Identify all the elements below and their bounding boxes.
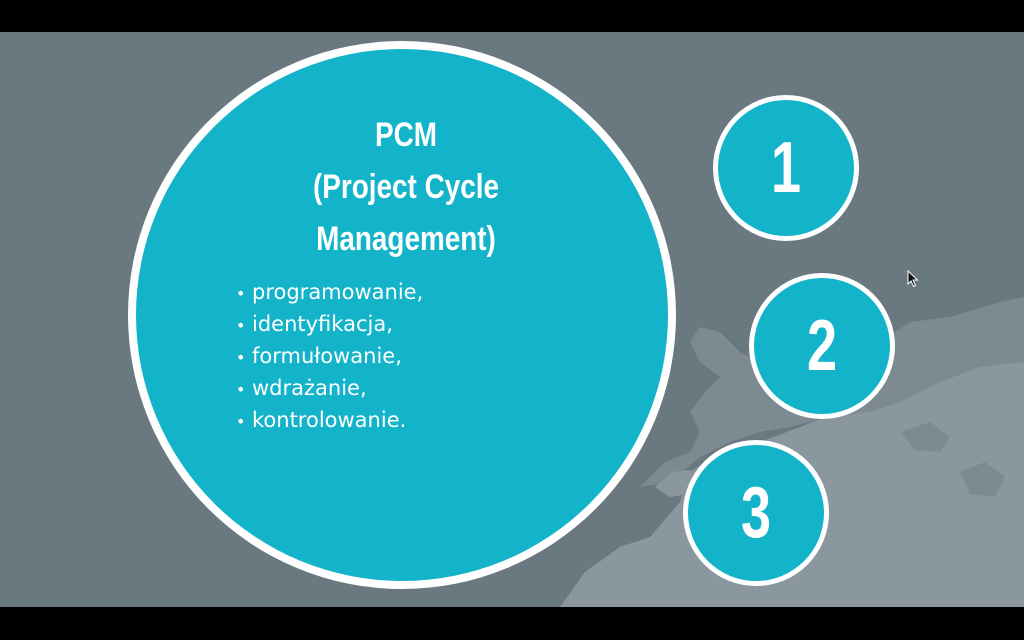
- title-line-1: PCM: [375, 116, 437, 154]
- mouse-pointer-icon: [907, 270, 919, 288]
- pcm-title: PCM (Project Cycle Management): [299, 109, 512, 265]
- step-3-number: 3: [740, 473, 772, 553]
- bullet-dot-icon: •: [236, 412, 246, 431]
- letterbox-bottom: [0, 607, 1024, 640]
- bullet-text: wdrażanie,: [252, 376, 367, 400]
- pcm-main-circle: PCM (Project Cycle Management) • programo…: [128, 41, 676, 589]
- title-line-3: Management): [316, 220, 496, 258]
- letterbox-top: [0, 0, 1024, 32]
- bullet-item: • programowanie,: [236, 277, 423, 309]
- title-line-2: (Project Cycle: [313, 168, 499, 206]
- pcm-main-circle-fill: PCM (Project Cycle Management) • programo…: [136, 49, 668, 581]
- bullet-dot-icon: •: [236, 316, 246, 335]
- step-2-circle[interactable]: 2: [749, 273, 895, 419]
- step-2-number: 2: [806, 306, 838, 386]
- bullet-item: • formułowanie,: [236, 341, 423, 373]
- bullet-text: identyfikacja,: [252, 312, 393, 336]
- pcm-bullet-list: • programowanie, • identyfikacja, • formuło…: [236, 277, 423, 437]
- presentation-slide: PCM (Project Cycle Management) • programo…: [0, 32, 1024, 607]
- step-3-circle[interactable]: 3: [683, 440, 829, 586]
- step-3-circle-fill: 3: [688, 445, 824, 581]
- bullet-dot-icon: •: [236, 380, 246, 399]
- bullet-text: formułowanie,: [252, 344, 402, 368]
- bullet-item: • wdrażanie,: [236, 373, 423, 405]
- bullet-item: • kontrolowanie.: [236, 405, 423, 437]
- step-1-circle-fill: 1: [718, 100, 854, 236]
- bullet-text: kontrolowanie.: [252, 408, 407, 432]
- step-1-circle[interactable]: 1: [713, 95, 859, 241]
- step-2-circle-fill: 2: [754, 278, 890, 414]
- bullet-dot-icon: •: [236, 348, 246, 367]
- step-1-number: 1: [770, 128, 802, 208]
- bullet-dot-icon: •: [236, 284, 246, 303]
- bullet-item: • identyfikacja,: [236, 309, 423, 341]
- bullet-text: programowanie,: [252, 280, 424, 304]
